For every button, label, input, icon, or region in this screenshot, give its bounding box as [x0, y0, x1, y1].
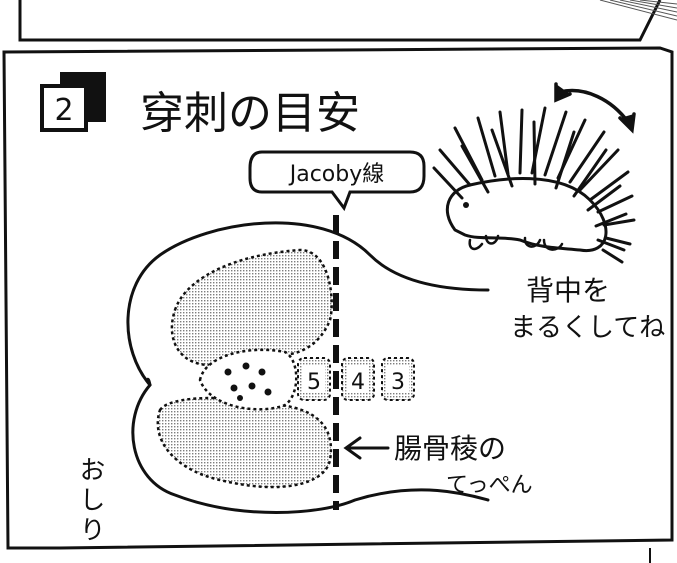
vertebra-4: 4 — [341, 357, 375, 401]
section-badge: 2 — [40, 72, 106, 132]
iliac-caption-line1: 腸骨稜の — [394, 432, 506, 465]
vertebra-label: 3 — [391, 370, 405, 395]
porcupine-caption-line1: 背中を — [526, 274, 610, 307]
vertebra-5: 5 — [297, 357, 331, 401]
body-outline — [126, 221, 490, 514]
gluteal-region-upper — [170, 248, 333, 367]
rock-arrow — [554, 82, 636, 134]
jacoby-label: Jacoby線 — [288, 162, 385, 187]
buttock-label: おしり — [75, 456, 105, 546]
vertebra-3: 3 — [381, 357, 415, 401]
buttock-label-text: おしり — [75, 456, 105, 546]
porcupine-icon — [432, 106, 636, 264]
iliac-caption-line2: てっぺん — [446, 473, 533, 498]
vertebra-label: 5 — [307, 370, 321, 395]
porcupine-caption-line2: まるくしてね — [510, 313, 665, 343]
vertebra-label: 4 — [351, 370, 365, 395]
section-number: 2 — [54, 93, 73, 128]
gluteal-region-lower — [156, 396, 333, 489]
sacrum-oval — [198, 348, 298, 411]
iliac-arrow — [343, 436, 390, 460]
jacoby-bubble: Jacoby線 — [248, 150, 426, 212]
hatched-corner — [599, 0, 677, 21]
section-title: 穿刺の目安 — [140, 88, 360, 139]
